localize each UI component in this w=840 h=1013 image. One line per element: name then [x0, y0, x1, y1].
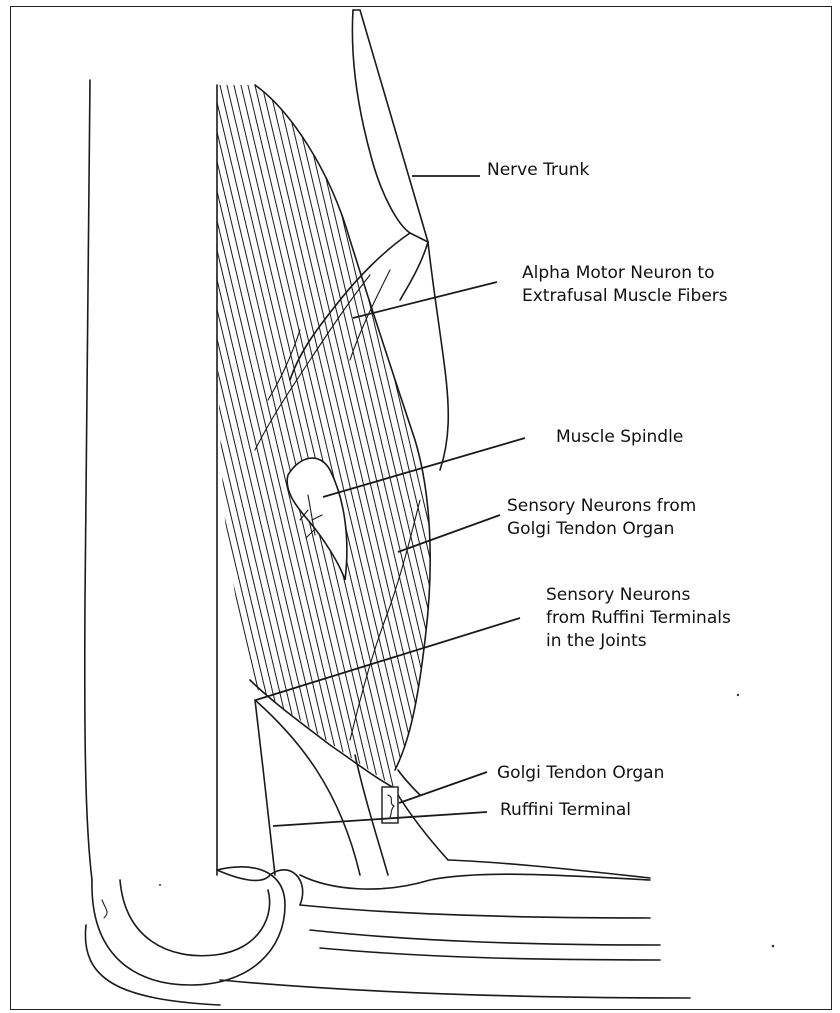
- muscle-fiber: [11, 60, 191, 820]
- label-ruffini-terminal: Ruffini Terminal: [500, 799, 631, 822]
- leader-ruffini-terminal: [273, 812, 487, 826]
- muscle-fiber: [46, 60, 226, 820]
- label-sensory-ruffini-line2: from Ruffini Terminals: [546, 607, 731, 630]
- label-muscle-spindle-text: Muscle Spindle: [556, 426, 683, 449]
- label-golgi-tendon-organ-text: Golgi Tendon Organ: [497, 762, 664, 785]
- muscle-spindle: [287, 458, 347, 580]
- label-sensory-golgi: Sensory Neurons from Golgi Tendon Organ: [507, 495, 696, 541]
- upper-arm-bone: [85, 80, 217, 880]
- forearm: [220, 700, 690, 998]
- leader-sensory-ruffini: [256, 618, 520, 700]
- muscle-fiber: [4, 60, 184, 820]
- leader-alpha-motor: [353, 282, 497, 318]
- label-sensory-golgi-line2: Golgi Tendon Organ: [507, 518, 696, 541]
- label-nerve-trunk-text: Nerve Trunk: [487, 159, 589, 182]
- muscle-fiber: [53, 60, 233, 820]
- muscle-fiber: [25, 60, 205, 820]
- label-nerve-trunk: Nerve Trunk: [487, 159, 589, 182]
- leader-muscle-spindle: [323, 438, 525, 497]
- label-sensory-ruffini-line1: Sensory Neurons: [546, 584, 731, 607]
- label-alpha-motor: Alpha Motor Neuron to Extrafusal Muscle …: [522, 262, 728, 308]
- label-sensory-ruffini: Sensory Neurons from Ruffini Terminals i…: [546, 584, 731, 653]
- speck: [159, 884, 161, 886]
- speck: [772, 945, 775, 948]
- label-muscle-spindle: Muscle Spindle: [556, 426, 683, 449]
- speck: [737, 694, 739, 696]
- muscle-fiber: [39, 60, 219, 820]
- muscle-fiber: [32, 60, 212, 820]
- label-ruffini-terminal-text: Ruffini Terminal: [500, 799, 631, 822]
- muscle-fiber: [18, 60, 198, 820]
- label-alpha-motor-line2: Extrafusal Muscle Fibers: [522, 285, 728, 308]
- nerve-trunk: [290, 10, 448, 470]
- leader-sensory-golgi: [398, 515, 500, 552]
- label-golgi-tendon-organ: Golgi Tendon Organ: [497, 762, 664, 785]
- label-sensory-golgi-line1: Sensory Neurons from: [507, 495, 696, 518]
- label-alpha-motor-line1: Alpha Motor Neuron to: [522, 262, 728, 285]
- label-sensory-ruffini-line3: in the Joints: [546, 630, 731, 653]
